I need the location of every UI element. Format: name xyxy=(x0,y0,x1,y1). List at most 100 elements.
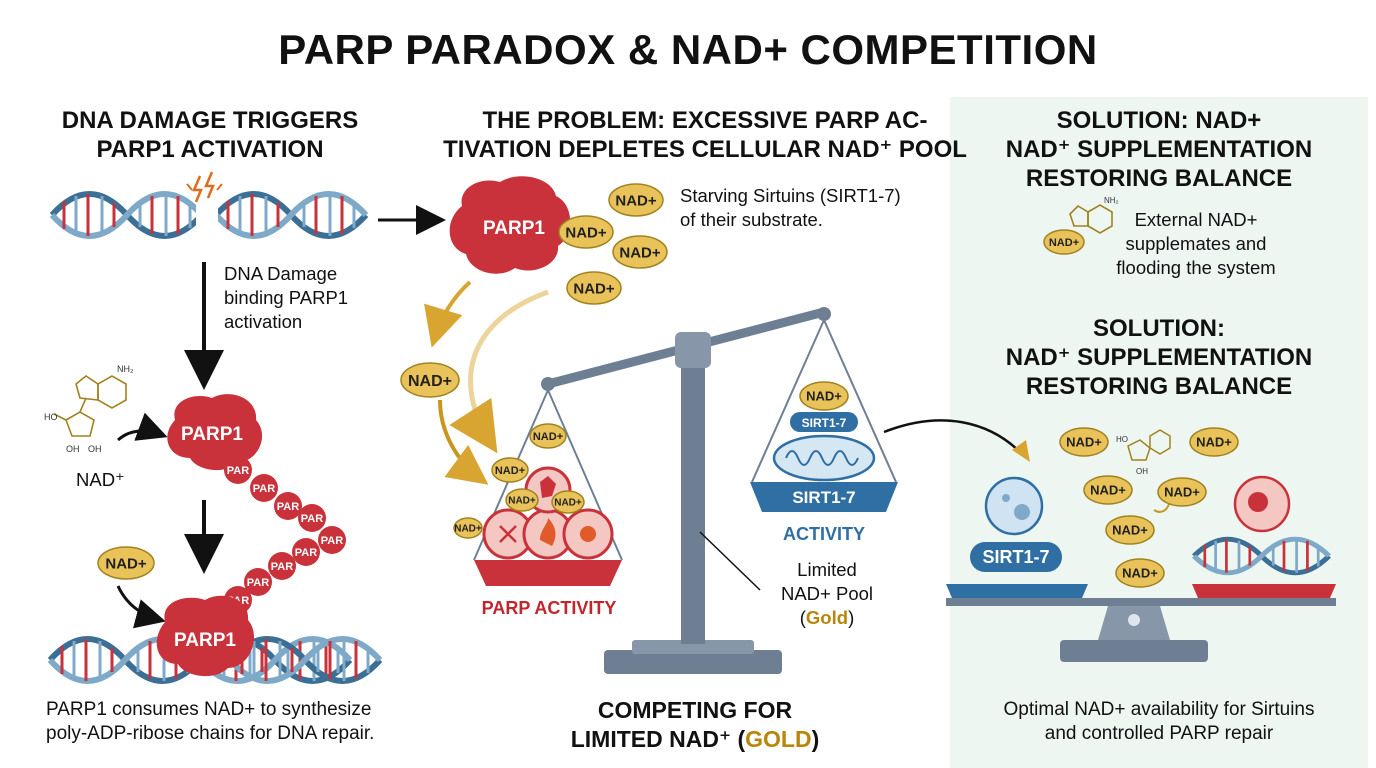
nad-pills: NAD+ NAD+ NAD+ NAD+ NAD+ NAD+ NAD+ NAD+ NAD+ NAD+… xyxy=(97,183,1239,588)
arrow-nad-to-parp-bottom xyxy=(116,585,166,629)
balance-scale-restored xyxy=(946,584,1336,662)
svg-text:NAD+: NAD+ xyxy=(1164,485,1200,500)
right-heading-2: SOLUTION: NAD⁺ SUPPLEMENTATION RESTORING… xyxy=(1005,315,1313,400)
parp1-blob-bottom xyxy=(156,595,255,677)
damage-label: DNA Damage binding PARP1 activation xyxy=(224,263,349,332)
parp-activity-label: PARP ACTIVITY xyxy=(481,598,617,618)
svg-text:HO: HO xyxy=(1116,435,1128,444)
nad-pill: NAD+ xyxy=(1115,558,1165,588)
pool-pointer xyxy=(699,531,761,591)
nad-pill: NAD+ xyxy=(1157,477,1207,507)
svg-text:NAD+: NAD+ xyxy=(565,224,606,241)
nad-pill: NAD+ xyxy=(97,546,155,580)
nad-pill: NAD+ xyxy=(608,183,664,217)
svg-text:PAR: PAR xyxy=(247,577,269,589)
par-bead: PAR xyxy=(292,538,320,566)
svg-text:OH: OH xyxy=(1136,467,1148,476)
nad-pill: NAD+ xyxy=(551,490,585,514)
left-heading: DNA DAMAGE TRIGGERS PARP1 ACTIVATION xyxy=(61,107,359,163)
svg-text:PAR: PAR xyxy=(277,501,299,513)
parp1-label-left: PARP1 xyxy=(181,424,243,445)
par-bead: PAR xyxy=(268,552,296,580)
svg-text:HO: HO xyxy=(44,412,58,422)
svg-text:NAD+: NAD+ xyxy=(573,280,614,297)
svg-text:PAR: PAR xyxy=(295,547,317,559)
svg-text:NAD+: NAD+ xyxy=(806,389,842,404)
nad-molecule-icon-right: NH₂ xyxy=(1069,196,1119,234)
page-title: PARP PARADOX & NAD+ COMPETITION xyxy=(278,26,1098,73)
middle-heading: THE PROBLEM: EXCESSIVE PARP AC- TIVATION… xyxy=(443,107,967,163)
right-heading-1: SOLUTION: NAD+ NAD⁺ SUPPLEMENTATION REST… xyxy=(1005,107,1313,192)
svg-text:NAD+: NAD+ xyxy=(1112,523,1148,538)
par-bead: PAR xyxy=(224,456,252,484)
nad-pill: NAD+ xyxy=(529,423,567,449)
nad-pill: NAD+ xyxy=(612,235,668,269)
svg-text:NAD+: NAD+ xyxy=(1066,435,1102,450)
par-bead: PAR xyxy=(274,492,302,520)
nad-pill: NAD+ xyxy=(1083,475,1133,505)
nad-pill: NAD+ xyxy=(491,457,529,483)
gold-arrow-2 xyxy=(449,289,549,454)
svg-text:OH: OH xyxy=(66,444,80,454)
competing-label: COMPETING FOR LIMITED NAD⁺ (GOLD) xyxy=(570,697,820,752)
svg-text:NAD+: NAD+ xyxy=(508,496,536,507)
sirtuin-cell-nucleus xyxy=(1014,504,1030,520)
nad-pill: NAD+ xyxy=(1043,229,1085,255)
parp-repair-cell-core xyxy=(1248,492,1268,512)
parp1-blob-left xyxy=(167,394,263,471)
svg-text:PAR: PAR xyxy=(253,483,275,495)
svg-text:PAR: PAR xyxy=(227,465,249,477)
svg-text:NH₂: NH₂ xyxy=(117,364,134,374)
svg-text:PAR: PAR xyxy=(301,513,323,525)
svg-text:NAD+: NAD+ xyxy=(554,498,582,509)
sirt-label-right: SIRT1-7 xyxy=(982,547,1049,567)
sirtuin-mitochondria-icon xyxy=(772,434,876,482)
sirt-pan-label: SIRT1-7 xyxy=(792,488,855,507)
sirt-pill-right xyxy=(970,542,1062,572)
svg-text:NAD+: NAD+ xyxy=(615,192,656,209)
balance-scale xyxy=(473,307,898,674)
pool-label: Limited NAD+ Pool (Gold) xyxy=(780,559,874,628)
arrow-nad-to-parp xyxy=(117,412,168,442)
svg-text:NH₂: NH₂ xyxy=(1104,196,1119,205)
gold-arrow-1 xyxy=(424,280,472,348)
right-caption: Optimal NAD+ availability for Sirtuins a… xyxy=(1003,699,1315,744)
svg-text:NAD+: NAD+ xyxy=(454,524,482,535)
nad-pill: NAD+ xyxy=(1189,427,1239,457)
svg-text:PAR: PAR xyxy=(321,535,343,547)
svg-text:OH: OH xyxy=(88,444,102,454)
nad-pill: NAD+ xyxy=(453,517,483,539)
par-bead: PAR xyxy=(298,504,326,532)
nad-pill: NAD+ xyxy=(558,215,614,249)
svg-text:NAD+: NAD+ xyxy=(1122,566,1158,581)
dna-strand-damaged xyxy=(52,194,366,236)
dna-strand-right xyxy=(1194,539,1329,573)
external-text: External NAD+ supplemates and flooding t… xyxy=(1116,209,1276,278)
sirtuin-cell-icon xyxy=(984,476,1044,536)
nad-pill: NAD+ xyxy=(1105,515,1155,545)
sirt-tag-pill xyxy=(790,412,858,432)
arrow-head-solution xyxy=(1012,440,1030,462)
svg-text:NAD+: NAD+ xyxy=(408,373,452,390)
starving-text: Starving Sirtuins (SIRT1-7) of their sub… xyxy=(680,185,901,230)
svg-text:NAD+: NAD+ xyxy=(533,431,563,443)
nad-molecule-icon-right-2: HO OH xyxy=(1116,429,1171,476)
svg-text:NAD+: NAD+ xyxy=(1090,483,1126,498)
par-bead: PAR xyxy=(318,526,346,554)
nad-pill: NAD+ xyxy=(566,271,622,305)
arrow-to-solution xyxy=(883,419,1025,457)
svg-text:NAD+: NAD+ xyxy=(495,465,525,477)
par-bead: PAR xyxy=(250,474,278,502)
svg-text:NAD+: NAD+ xyxy=(1049,237,1079,249)
nad-pill: NAD+ xyxy=(1059,427,1109,457)
nad-molecule-icon: NH₂ HO OH OH xyxy=(44,364,134,454)
svg-text:NAD+: NAD+ xyxy=(1196,435,1232,450)
nad-pill: NAD+ xyxy=(400,362,460,398)
parp1-label-bottom: PARP1 xyxy=(174,630,236,651)
svg-text:NAD+: NAD+ xyxy=(105,555,146,572)
parp1-label-problem: PARP1 xyxy=(483,218,545,239)
parp1-blob-problem xyxy=(449,176,571,274)
nad-pill: NAD+ xyxy=(505,488,539,512)
